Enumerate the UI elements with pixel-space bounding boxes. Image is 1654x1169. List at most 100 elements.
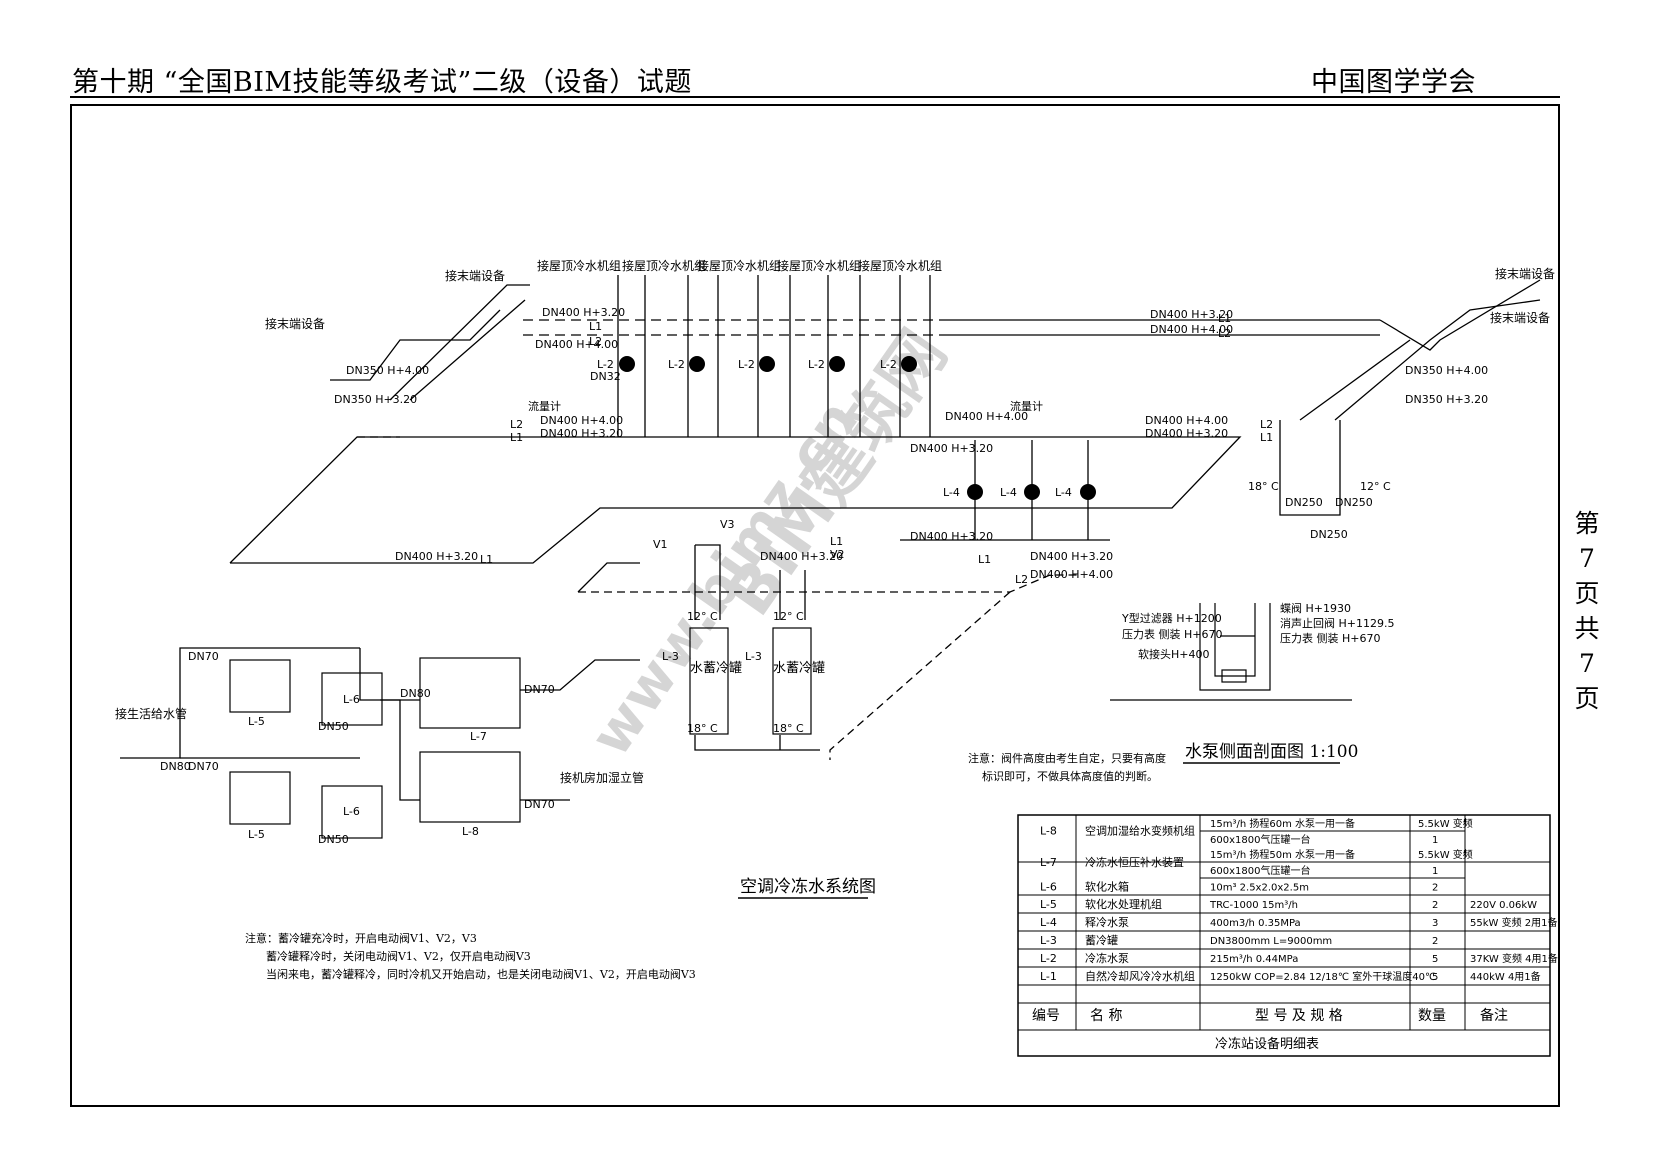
table-cell-code: L-8 <box>1040 825 1057 838</box>
table-cell-code: L-5 <box>1040 898 1057 911</box>
table-cell-spec: 1250kW COP=2.84 12/18℃ 室外干球温度40℃ <box>1210 970 1436 983</box>
watermark-2: www.bimz.cn <box>578 389 871 768</box>
page-text-6: 页 <box>1574 684 1600 713</box>
roof-label-5: 接屋顶冷水机组 <box>858 258 942 273</box>
dn70-label-3: DN70 <box>524 683 555 696</box>
l1-label-7: L1 <box>978 553 991 566</box>
pump-section-title: 水泵侧面剖面图 1:100 <box>1185 742 1358 762</box>
end-equip-label-4: 接末端设备 <box>1490 310 1550 325</box>
temp-18-tank-1: 18° C <box>687 722 718 735</box>
pipe-label-mid-6: DN400 H+3.20 <box>910 442 993 455</box>
table-cell-spec: DN3800mm L=9000mm <box>1210 936 1332 947</box>
flowmeter-label-2: 流量计 <box>1010 399 1043 413</box>
temp-12-tank-1: 12° C <box>687 610 718 623</box>
header-rule <box>70 96 1560 98</box>
table-cell-code: L-4 <box>1040 916 1057 929</box>
table-cell-code: L-3 <box>1040 934 1057 947</box>
table-cell-qty: 1 <box>1432 835 1438 846</box>
roof-label-3: 接屋顶冷水机组 <box>697 258 781 273</box>
l2-label-5: L2 <box>1015 573 1028 586</box>
pipe-label-left-1: DN350 H+4.00 <box>346 364 429 377</box>
pipe-label-low-1: DN400 H+3.20 <box>395 550 478 563</box>
table-cell-name: 冷冻水泵 <box>1085 951 1129 965</box>
dn80-label-2: DN80 <box>400 687 431 700</box>
table-cell-name: 软化水处理机组 <box>1085 897 1162 911</box>
pump-check-label: 消声止回阀 H+1129.5 <box>1280 616 1394 630</box>
tag-l7: L-7 <box>470 730 487 743</box>
page-text-3: 页 <box>1574 579 1600 608</box>
v1-label: V1 <box>653 538 668 551</box>
table-header-spec: 型 号 及 规 格 <box>1255 1008 1343 1024</box>
equipment-table-grid <box>1017 814 1551 1057</box>
roof-label-1: 接屋顶冷水机组 <box>537 258 621 273</box>
dn70-label-2: DN70 <box>188 760 219 773</box>
temp-18-right: 18° C <box>1248 480 1279 493</box>
pump-gauge-right-label: 压力表 侧装 H+670 <box>1280 631 1380 645</box>
watermark: BIM建筑网 www.bimz.cn <box>578 318 961 768</box>
pump-filter-label: Y型过滤器 H+1200 <box>1121 611 1222 625</box>
header-organization: 中国图学学会 <box>1311 67 1476 98</box>
tag-l6-2: L-6 <box>343 805 360 818</box>
l1-label-1: L1 <box>589 320 602 333</box>
table-header-code: 编号 <box>1032 1008 1060 1024</box>
page-text-1: 第 <box>1574 509 1600 538</box>
table-cell-spec: 10m³ 2.5x2.0x2.5m <box>1210 883 1309 894</box>
tag-l3-2: L-3 <box>745 650 762 663</box>
table-cell-name: 蓄冷罐 <box>1085 934 1118 947</box>
table-cell-spec: 215m³/h 0.44MPa <box>1210 954 1298 965</box>
end-equip-label-1: 接末端设备 <box>445 268 505 283</box>
table-cell-spec: 600x1800气压罐一台 <box>1210 864 1310 877</box>
pipe-label-mid-4: DN400 H+4.00 <box>1145 414 1228 427</box>
operation-note: 注意：蓄冷罐充冷时，开启电动阀V1、V2，V3 蓄冷罐释冷时，关闭电动阀V1、V… <box>245 932 696 981</box>
tag-l6-1: L-6 <box>343 693 360 706</box>
pump-joint-label: 软接头H+400 <box>1138 647 1209 661</box>
pipe-label-mid-1: DN400 H+4.00 <box>540 414 623 427</box>
l1-label-4: L1 <box>1260 431 1273 444</box>
table-cell-note: 220V 0.06kW <box>1470 900 1537 911</box>
table-cell-qty: 1 <box>1432 866 1438 877</box>
tag-l4-3: L-4 <box>1055 486 1072 499</box>
equipment-table-title: 冷冻站设备明细表 <box>1215 1036 1319 1052</box>
table-cell-qty: 5 <box>1432 972 1438 983</box>
dn50-label-1: DN50 <box>318 720 349 733</box>
l1-label-3: L1 <box>510 431 523 444</box>
table-cell-code: L-6 <box>1040 881 1057 894</box>
table-cell-qty: 3 <box>1432 918 1438 929</box>
tank-label-1: 水蓄冷罐 <box>690 661 742 676</box>
table-cell-note: 440kW 4用1备 <box>1470 970 1541 983</box>
table-cell-qty: 5 <box>1432 954 1438 965</box>
table-header-name: 名 称 <box>1090 1008 1122 1024</box>
page-text-5: 7 <box>1579 649 1595 678</box>
dn250-label-2: DN250 <box>1335 496 1373 509</box>
left-equipment <box>229 657 521 839</box>
cold-storage-tanks <box>689 627 812 735</box>
l2-label-1: L2 <box>589 335 602 348</box>
dn250-label-1: DN250 <box>1285 496 1323 509</box>
v3-label: V3 <box>720 518 735 531</box>
pipe-label-low-4: DN400 H+4.00 <box>1030 568 1113 581</box>
tag-l8: L-8 <box>462 825 479 838</box>
l1-label-2: L1 <box>1218 312 1231 325</box>
valve-note: 注意：阀件高度由考生自定，只要有高度 标识即可，不做具体高度值的判断。 <box>968 752 1166 783</box>
tag-l4-1: L-4 <box>943 486 960 499</box>
tag-l4-2: L-4 <box>1000 486 1017 499</box>
pump-section-drawing <box>1110 603 1352 701</box>
pump-butterfly-label: 蝶阀 H+1930 <box>1280 601 1351 615</box>
table-cell-qty: 2 <box>1432 936 1438 947</box>
drawing-frame <box>70 104 1560 1107</box>
pipe-label-right-1: DN350 H+4.00 <box>1405 364 1488 377</box>
pipe-network <box>120 275 1541 801</box>
pipe-label-mid-5: DN400 H+3.20 <box>1145 427 1228 440</box>
table-cell-qty: 5.5kW 变频 <box>1418 848 1473 861</box>
l2-label-2: L2 <box>1218 327 1231 340</box>
pipe-label-mid-3: DN400 H+4.00 <box>945 410 1028 423</box>
dn50-label-2: DN50 <box>318 833 349 846</box>
table-header-qty: 数量 <box>1418 1008 1446 1024</box>
table-cell-name: 冷冻水恒压补水装置 <box>1085 855 1184 869</box>
tank-label-2: 水蓄冷罐 <box>773 661 825 676</box>
humidifier-riser-label: 接机房加湿立管 <box>560 770 644 785</box>
page-text-2: 7 <box>1579 544 1595 573</box>
pipe-label-top-2: DN400 H+4.00 <box>535 338 618 351</box>
table-cell-code: L-2 <box>1040 952 1057 965</box>
